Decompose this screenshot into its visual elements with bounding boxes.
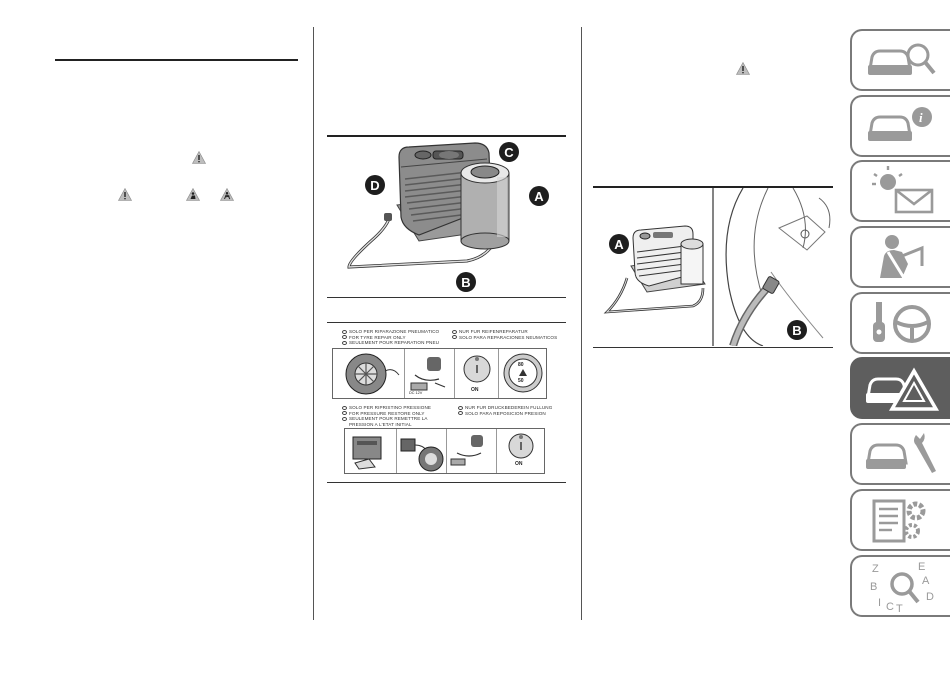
- figure-bottom-rule: [327, 297, 566, 298]
- sticker-text: SOLO PER RIPARAZIONE PNEUMATICO: [342, 329, 439, 334]
- callout-b: B: [456, 272, 476, 292]
- callout-a: A: [609, 234, 629, 254]
- svg-text:D: D: [926, 591, 934, 603]
- sticker-top-rule: [327, 322, 566, 323]
- warning-lights-tab[interactable]: [850, 160, 950, 222]
- warning-triangle-icon: [736, 62, 750, 75]
- figure-top-rule: [327, 135, 566, 137]
- sticker-text: SEULEMENT POUR REPARATION PNEU: [342, 340, 439, 345]
- warning-triangle-icon: [118, 188, 132, 201]
- sticker-text: SEULEMENT POUR REMETTRE LA: [342, 416, 428, 421]
- safety-tab[interactable]: i: [850, 95, 950, 157]
- key-steering-icon: [873, 302, 931, 343]
- dc-label: DC 12V: [409, 391, 423, 395]
- sticker-text: SOLO PER RIPRISTINO PRESSIONE: [342, 405, 431, 410]
- sticker-text: NUR FUR REIFENREPARATUR: [452, 329, 528, 334]
- callout-a: A: [529, 186, 549, 206]
- speed-limit-bottom: 50: [518, 378, 524, 384]
- svg-text:B: B: [870, 581, 877, 593]
- seat-person-warning-icon: [186, 188, 200, 201]
- column-divider: [313, 27, 314, 620]
- tyre-repair-steps-panel: DC 12V ON 80 50: [332, 348, 547, 399]
- svg-text:i: i: [919, 110, 923, 125]
- on-label: ON: [515, 461, 523, 467]
- callout-b: B: [787, 320, 807, 340]
- svg-text:E: E: [918, 561, 925, 573]
- sticker-text: SOLO PARA REPARACIONES NEUMATICOS: [452, 335, 557, 340]
- emergency-tab[interactable]: [850, 357, 950, 419]
- sticker-text: NUR FUR DRUCKBEDEREIN FULLUNG: [458, 405, 552, 410]
- maintenance-tab[interactable]: [850, 423, 950, 485]
- callout-d: D: [365, 175, 385, 195]
- hands-warning-icon: [220, 188, 234, 201]
- svg-text:I: I: [878, 597, 881, 609]
- column-divider: [581, 27, 582, 620]
- callout-c: C: [499, 142, 519, 162]
- figure-top-rule: [593, 186, 833, 188]
- starting-driving-tab[interactable]: [850, 292, 950, 354]
- car-search-icon: [868, 43, 936, 75]
- sticker-text: PRESSION A L'ETAT INITIAL: [349, 421, 412, 427]
- document-gears-icon: [872, 499, 926, 543]
- car-wrench-icon: [866, 433, 936, 473]
- safety-airbag-tab[interactable]: [850, 226, 950, 288]
- technical-data-tab[interactable]: [850, 489, 950, 551]
- svg-text:T: T: [896, 603, 903, 614]
- figure-bottom-rule: [593, 347, 833, 348]
- sticker-text: FOR TYRE REPAIR ONLY: [342, 335, 406, 340]
- compressor-kit-figure: [327, 137, 566, 295]
- warning-triangle-icon: [192, 151, 206, 164]
- compressor-instructions-sticker: SOLO PER RIPARAZIONE PNEUMATICO FOR TYRE…: [330, 325, 560, 477]
- dashboard-knowledge-tab[interactable]: [850, 29, 950, 91]
- on-label: ON: [471, 387, 479, 393]
- sticker-text: FOR PRESSURE RESTORE ONLY: [342, 411, 425, 416]
- svg-text:Z: Z: [872, 563, 879, 575]
- sticker-bottom-rule: [327, 482, 566, 483]
- sticker-text: SOLO PARA REPOSICION PRESION: [458, 411, 546, 416]
- car-info-icon: i: [868, 107, 932, 141]
- speed-limit-top: 80: [518, 362, 524, 368]
- pressure-restore-steps-panel: ON: [344, 428, 545, 474]
- light-message-icon: [872, 166, 934, 214]
- section-heading-rule: [55, 59, 298, 61]
- car-warning-icon: [866, 367, 940, 411]
- seatbelt-person-icon: [880, 235, 924, 279]
- svg-text:C: C: [886, 601, 894, 613]
- svg-text:A: A: [922, 575, 930, 587]
- compressor-valve-figure: [593, 188, 833, 346]
